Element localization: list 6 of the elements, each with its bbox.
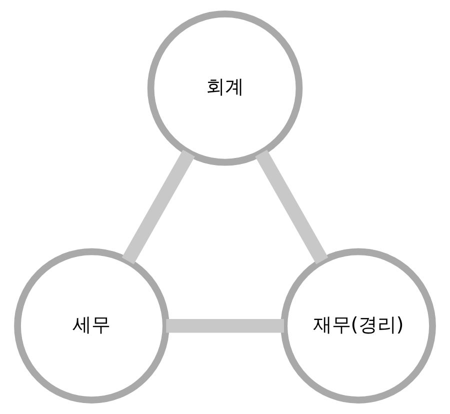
connector [255,150,328,264]
connector [166,319,284,333]
node-circle: 회계 [147,10,303,166]
node-circle: 재무(경리) [280,248,436,404]
connector [122,150,195,264]
node-circle: 세무 [14,248,170,404]
